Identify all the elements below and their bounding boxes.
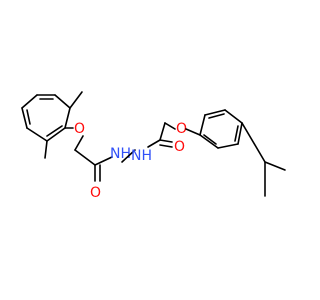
amide-nh-right: NH xyxy=(131,148,152,164)
ether-oxygen-right: O xyxy=(176,121,187,137)
amide-nh-left: NH xyxy=(110,146,131,162)
methyl-top xyxy=(69,91,83,109)
right-aromatic-ring xyxy=(199,109,243,149)
nh-to-carbonyl-right xyxy=(147,139,161,148)
carbonyl-oxygen-left: O xyxy=(90,185,101,201)
carbonyl-right-double-b xyxy=(159,144,173,148)
ch2-to-o-right xyxy=(164,122,176,130)
carbonyl-oxygen-right: O xyxy=(174,139,185,155)
carbonyl-to-ch2-right xyxy=(159,122,166,141)
isopropyl-branch-right xyxy=(264,161,286,171)
ether-oxygen-left: O xyxy=(74,121,85,137)
carbonyl-right-double-a xyxy=(159,139,173,143)
left-aromatic-ring xyxy=(21,94,71,142)
methyl-bottom xyxy=(44,140,48,159)
o-to-ch2-bond xyxy=(74,135,84,151)
molecule-structure: O O NH NH O O xyxy=(21,91,286,201)
nh-nh-bond xyxy=(121,149,136,163)
ch2-to-carbonyl-left xyxy=(74,149,96,166)
isopropyl-stem xyxy=(241,122,266,163)
carbonyl-to-nh-left xyxy=(94,156,113,166)
o-to-ring-right xyxy=(185,128,201,136)
